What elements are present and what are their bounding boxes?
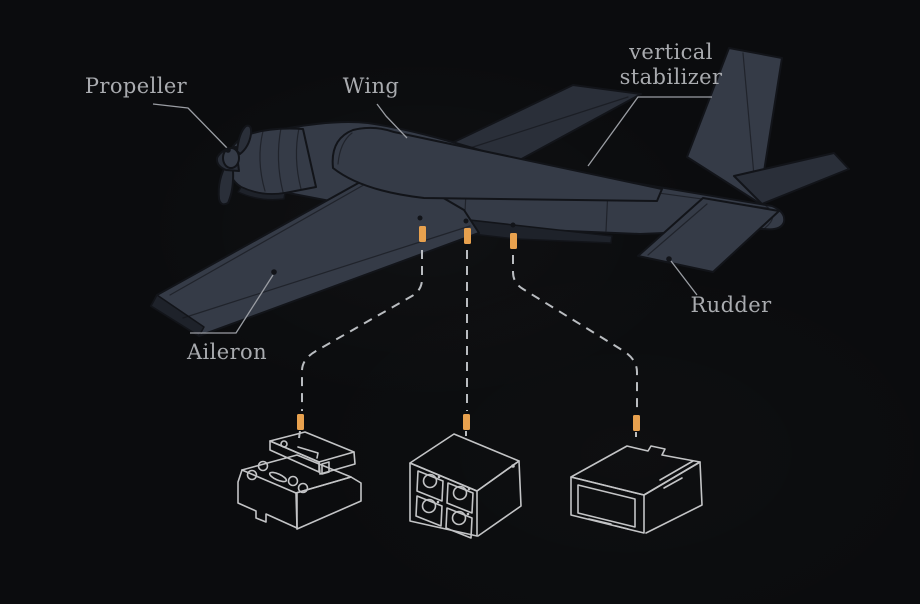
wing-leading-edge-line [169,169,391,296]
vertical-stabilizer-leader-line [587,96,712,167]
component-sticker [268,471,288,483]
fuselage-attach-dot-1 [417,215,423,221]
wing-leader-line [376,103,408,139]
right-horizontal-stabilizer [733,152,850,205]
connector-bottom-2 [463,414,470,430]
connector-top-2 [464,228,471,244]
propeller [215,124,253,206]
wing-center-section [331,126,663,202]
wire-left [301,250,423,411]
aileron-pointer-dot [271,269,277,275]
component-box-middle [409,433,522,539]
rudder-leader-line [670,260,698,296]
elevator-hinge-line [647,203,708,256]
propeller-hub [222,147,240,169]
label-rudder: Rudder [690,293,772,317]
cowl-lip [237,186,286,201]
label-wing: Wing [342,74,400,98]
leader-lines [152,96,712,334]
propeller-pointer-dot [225,147,231,153]
component-box-left [237,431,362,530]
wire-stub-1 [298,430,301,439]
wire-right [512,255,638,412]
right-aileron-hinge-line [469,96,629,149]
connector-top-1 [419,226,426,242]
left-horizontal-stabilizer [637,197,780,273]
propeller-leader-line [152,103,229,150]
fuselage-attach-dot-3 [510,222,516,228]
propeller-blade-bottom [217,162,235,206]
label-vertical-stabilizer-line1: vertical [629,40,713,64]
label-vertical-stabilizer: vertical stabilizer [620,40,723,90]
rudder-pointer-dot [666,256,672,262]
label-aileron: Aileron [186,340,268,364]
aileron-leader-line [190,274,274,334]
fuselage-attach-dot-2 [463,218,469,224]
wiring [297,215,640,439]
nose-cowl [226,127,317,201]
label-propeller: Propeller [84,74,188,98]
label-vertical-stabilizer-line2: stabilizer [619,65,723,89]
component-box-right [570,445,703,534]
connector-bottom-1 [297,414,304,430]
connector-bottom-3 [633,415,640,431]
propeller-blade-top [236,124,253,155]
connector-top-3 [510,233,517,249]
